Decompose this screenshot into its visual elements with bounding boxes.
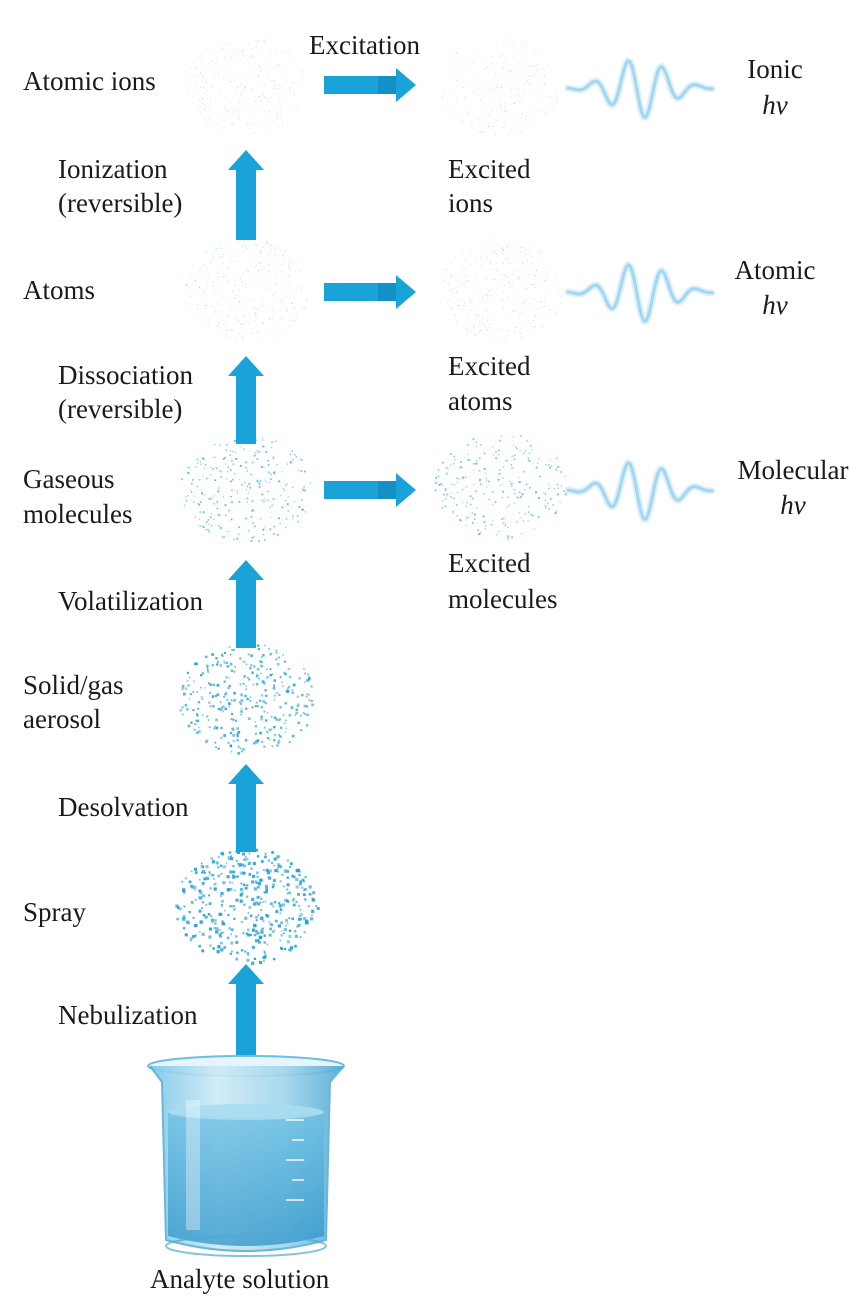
molecular-emission-wave xyxy=(564,458,716,523)
atomic-emission-wave xyxy=(564,260,716,325)
dissociation-arrow xyxy=(228,356,264,444)
atomic-ions-cloud xyxy=(186,38,304,137)
label-ionization: Ionization xyxy=(58,154,168,184)
excitation-arrow-molecules xyxy=(324,473,416,507)
label-atomic-hv: hv xyxy=(762,290,788,320)
desolvation-arrow xyxy=(228,764,264,852)
volatilization-arrow xyxy=(228,560,264,648)
label-ionic-hv: hv xyxy=(762,90,788,120)
nebulization-arrow xyxy=(228,964,264,1058)
label-desolvation: Desolvation xyxy=(58,792,189,822)
label-excited-atoms-1: Excited xyxy=(448,351,531,381)
label-atomic-ions: Atomic ions xyxy=(23,66,156,96)
aerosol-cloud xyxy=(179,642,314,755)
label-ionic: Ionic xyxy=(747,54,803,84)
label-excited-atoms-2: atoms xyxy=(448,386,513,416)
excitation-arrow-atoms xyxy=(324,275,416,309)
label-atomic: Atomic xyxy=(734,255,816,285)
excited-ions-cloud xyxy=(441,37,559,136)
label-dissociation: Dissociation xyxy=(58,360,193,390)
label-atoms: Atoms xyxy=(23,275,96,305)
excitation-arrow-ions xyxy=(324,68,416,102)
label-gaseous: Gaseous xyxy=(23,464,115,494)
label-molecules: molecules xyxy=(23,499,133,529)
spray-cloud xyxy=(175,848,320,965)
label-nebulization: Nebulization xyxy=(58,1000,198,1030)
atoms-cloud xyxy=(185,239,308,342)
label-volatilization: Volatilization xyxy=(58,586,203,616)
label-aerosol: aerosol xyxy=(23,704,101,734)
label-analyte-solution: Analyte solution xyxy=(150,1264,330,1294)
label-dissociation-note: (reversible) xyxy=(58,394,183,424)
label-solid-gas: Solid/gas xyxy=(23,670,124,700)
excited-atoms-cloud xyxy=(440,239,562,343)
label-molecular-hv: hv xyxy=(780,490,806,520)
label-excited-ions-1: Excited xyxy=(448,154,531,184)
beaker-icon xyxy=(147,1055,345,1257)
ionization-arrow xyxy=(228,150,264,240)
label-excited-molecules-2: molecules xyxy=(448,584,558,614)
label-ionization-note: (reversible) xyxy=(58,188,183,218)
excited-molecules-cloud xyxy=(434,435,567,540)
label-excitation: Excitation xyxy=(309,30,420,60)
label-excited-molecules-1: Excited xyxy=(448,548,531,578)
ionic-emission-wave xyxy=(564,56,716,121)
label-spray: Spray xyxy=(23,897,86,927)
label-excited-ions-2: ions xyxy=(448,188,494,218)
label-molecular: Molecular xyxy=(737,455,849,485)
gaseous-molecules-cloud xyxy=(181,437,312,542)
